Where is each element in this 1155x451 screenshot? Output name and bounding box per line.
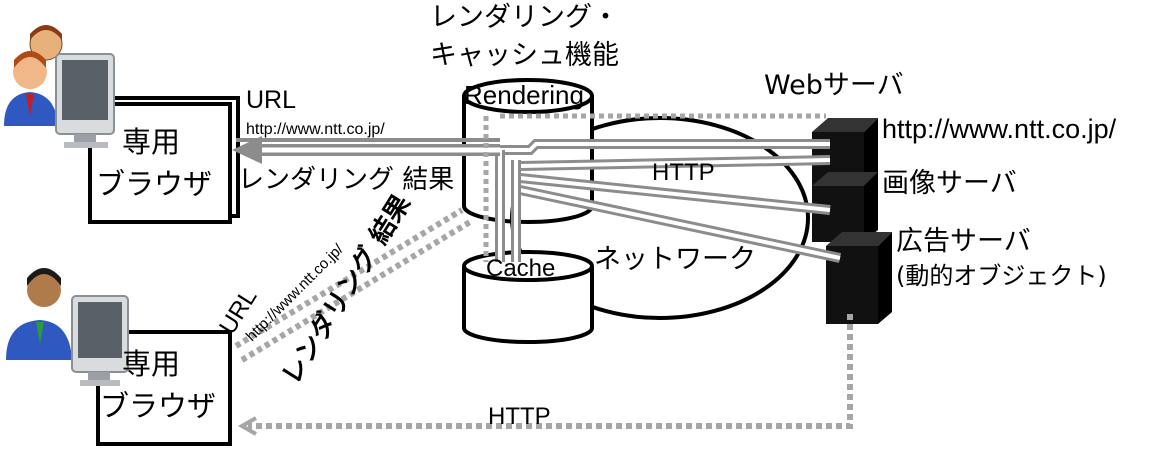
network-label: ネットワーク [594,244,756,275]
top-monitor-icon [55,53,115,148]
web-server-label: Webサーバ [764,70,904,101]
connector-rendering-to-cache [495,150,521,262]
dotted-http-return [248,314,853,429]
top-url-label: URL [246,86,296,114]
http-top-label: HTTP [652,159,715,186]
ad-server-sub: (動的オブジェクト) [896,262,1107,290]
connector-rendering-to-image [519,173,831,215]
top-user-icon [4,25,63,126]
top-result-arrow [232,136,500,164]
connector-rendering-to-ad [518,185,842,263]
bottom-monitor-icon [71,295,129,386]
web-server-url: http://www.ntt.co.jp/ [882,114,1117,144]
connector-rendering-to-web [500,139,830,155]
http-return-arrowhead [237,416,257,436]
cache-label: Cache [486,255,555,282]
bottom-browser-line1: 専用 [122,347,180,381]
top-result-label: レンダリング 結果 [238,165,454,195]
dotted-diagonal-url [234,207,464,349]
top-browser-line2: ブラウザ [96,167,212,201]
bottom-browser-line2: ブラウザ [100,389,216,423]
title-line2: キャッシュ機能 [430,40,619,71]
bottom-user-icon [6,268,72,360]
connector-rendering-to-web-2 [519,155,831,171]
top-browser-line1: 専用 [122,125,180,159]
title-line1: レンダリング・ [430,2,619,33]
rendering-label: Rendering [464,80,584,110]
top-url-value: http://www.ntt.co.jp/ [246,121,385,138]
http-bottom-label: HTTP [488,403,551,430]
ad-server-icon [826,232,892,324]
ad-server-label: 広告サーバ [896,226,1031,257]
image-server-label: 画像サーバ [882,168,1017,199]
